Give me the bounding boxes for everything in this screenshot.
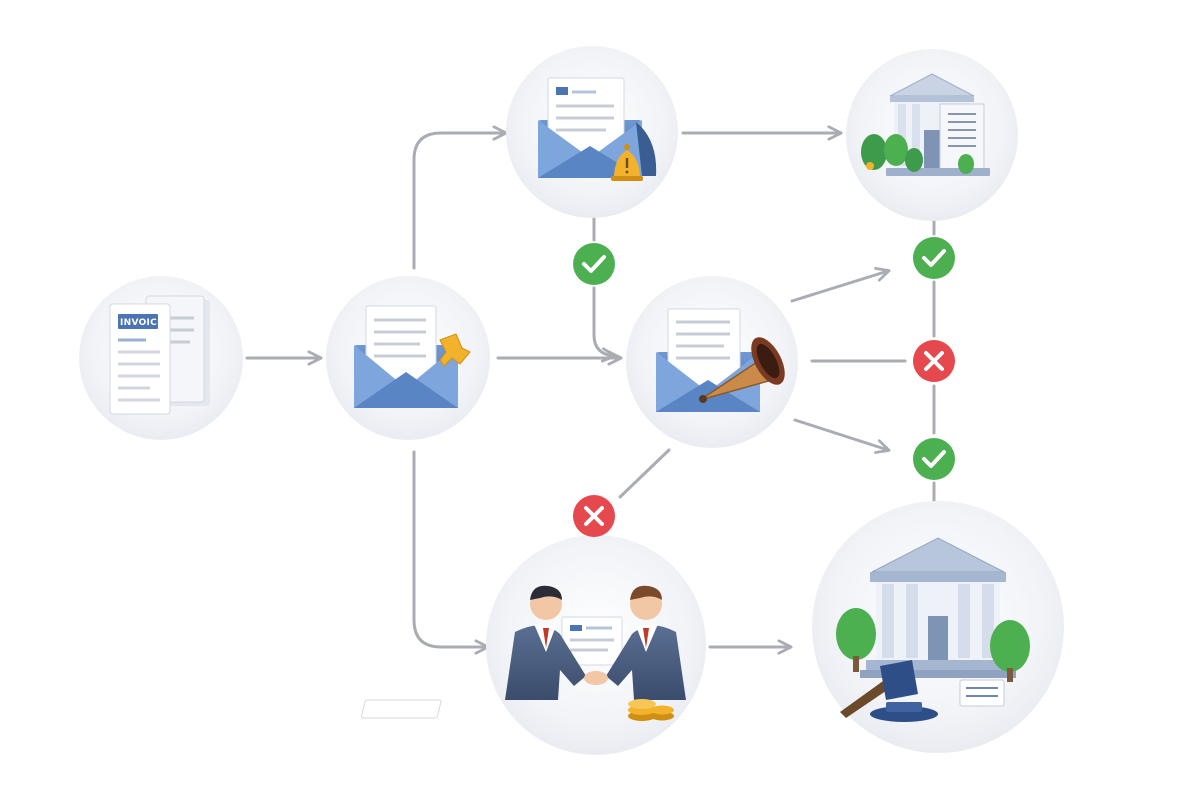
envelope-with-bell-icon	[538, 77, 657, 181]
node-negotiation	[360, 535, 706, 755]
connector-final-to-upper-right	[790, 271, 888, 303]
connector-check-to-final	[592, 286, 614, 356]
handshake-icon	[360, 585, 686, 721]
node-email-final	[626, 276, 798, 448]
node-email-initial	[326, 276, 490, 440]
businessman-right	[606, 585, 686, 700]
node-court-top	[846, 49, 1018, 221]
connector-email-to-negotiation	[412, 450, 487, 647]
coin-stack-icon	[628, 699, 674, 721]
invoice-label: INVOICE	[120, 318, 164, 328]
bell-icon	[611, 144, 643, 181]
node-invoice: INVOICE	[79, 276, 243, 440]
courthouse-icon	[861, 73, 990, 176]
node-email-reminder	[506, 46, 678, 218]
megaphone-icon	[699, 337, 785, 403]
check-circle-icon	[573, 243, 615, 285]
connector-final-to-lower-right	[793, 418, 888, 450]
envelope-with-document-icon	[354, 305, 458, 408]
x-circle-icon	[913, 340, 955, 382]
connector-final-to-fail-bottom	[618, 448, 671, 499]
decision-badges	[573, 237, 955, 537]
check-circle-icon	[913, 438, 955, 480]
node-court-bottom	[812, 501, 1064, 753]
connector-email-to-reminder	[412, 133, 505, 270]
invoice-document-icon: INVOICE	[109, 295, 210, 415]
envelope-with-megaphone-icon	[656, 308, 785, 412]
check-circle-icon	[913, 237, 955, 279]
courthouse-with-gavel-icon	[836, 537, 1030, 722]
thumbtack-icon	[439, 333, 471, 367]
businessman-left	[505, 585, 586, 700]
x-circle-icon	[573, 495, 615, 537]
